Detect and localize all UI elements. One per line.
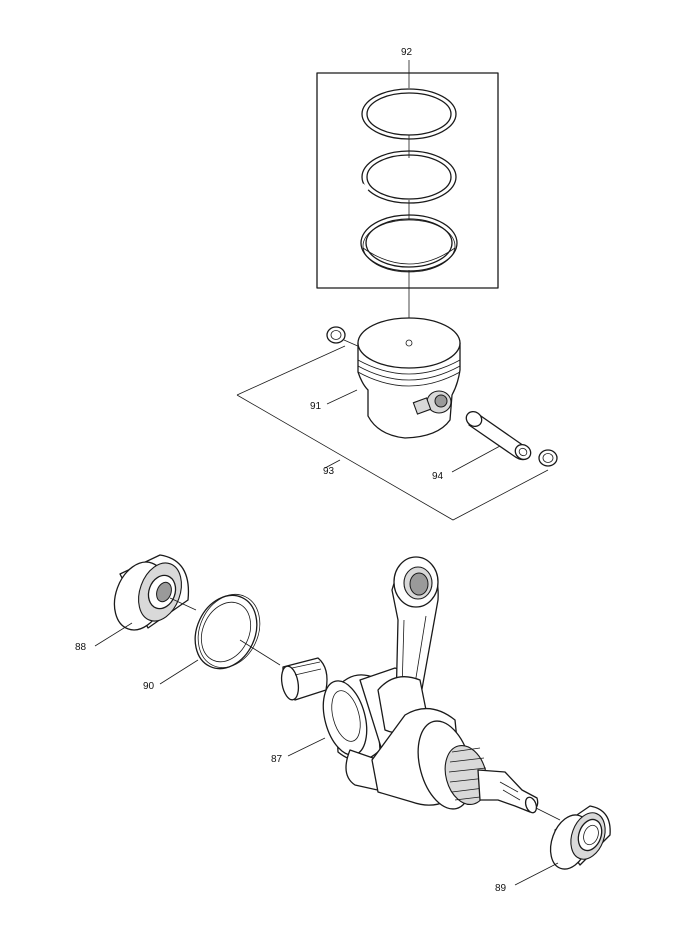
label-87: 87 xyxy=(271,754,283,765)
circlip-left[interactable] xyxy=(326,326,361,348)
piston-assembly-bracket xyxy=(236,345,549,521)
oil-seal-right[interactable] xyxy=(544,805,612,874)
label-90: 90 xyxy=(143,681,155,692)
leader-91 xyxy=(326,389,358,405)
label-92: 92 xyxy=(401,47,413,58)
leader-94 xyxy=(451,445,501,473)
leader-93 xyxy=(324,459,341,469)
label-94: 94 xyxy=(432,471,444,482)
piston-ring-set[interactable] xyxy=(316,60,499,345)
piston-ring-oil xyxy=(360,214,458,273)
washer[interactable] xyxy=(184,584,281,678)
piston[interactable] xyxy=(357,317,461,439)
piston-ring-middle xyxy=(360,150,457,204)
leader-88 xyxy=(94,622,133,647)
leader-89 xyxy=(514,862,559,886)
crankshaft[interactable] xyxy=(279,556,561,821)
label-88: 88 xyxy=(75,642,87,653)
circlip-right[interactable] xyxy=(538,449,558,467)
label-93: 93 xyxy=(323,466,335,477)
ring-set-frame xyxy=(316,72,499,289)
label-89: 89 xyxy=(495,883,507,894)
bearing-left[interactable] xyxy=(105,554,197,637)
piston-ring-top xyxy=(361,88,457,140)
leader-87 xyxy=(287,737,326,757)
label-91: 91 xyxy=(310,401,322,412)
piston-pin[interactable] xyxy=(463,409,533,463)
leader-90 xyxy=(159,659,199,685)
